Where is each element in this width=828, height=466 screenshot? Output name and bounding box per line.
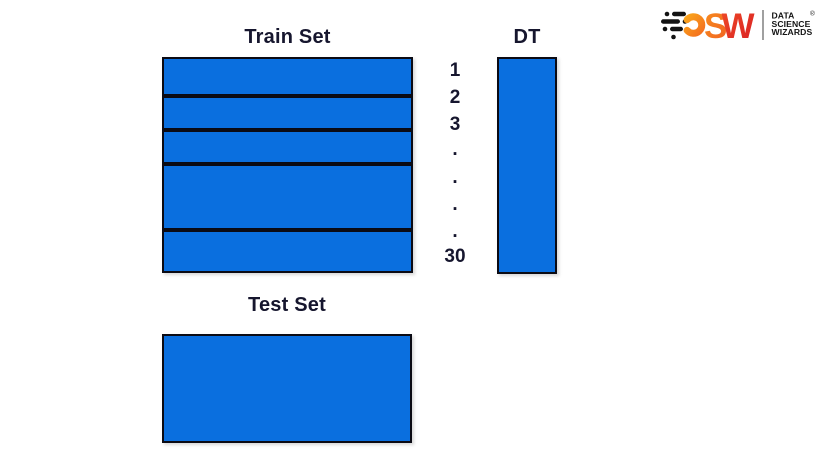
dsw-logo: S W DATA SCIENCE WIZARDS ®: [661, 7, 815, 44]
logo-tagline-line: WIZARDS: [772, 27, 813, 37]
dt-column-rect: [497, 57, 557, 274]
train-set-row: [162, 230, 413, 273]
sample-index-dot: .: [452, 167, 458, 188]
sample-index-dot: .: [452, 221, 458, 242]
train-set-row: [162, 96, 413, 130]
test-set-label: Test Set: [248, 294, 326, 316]
logo-letter-w: W: [722, 7, 755, 44]
test-set-rect: [162, 334, 412, 443]
speed-lines-icon: [661, 11, 688, 40]
sample-index: 3: [449, 114, 461, 135]
registered-trademark-icon: ®: [810, 10, 815, 18]
dt-column-label: DT: [513, 26, 541, 48]
train-set-row: [162, 164, 413, 230]
sample-index: 1: [449, 60, 461, 81]
sample-index: 30: [444, 246, 466, 267]
logo-tagline-line: DATA: [772, 10, 795, 20]
logo-tagline-line: SCIENCE: [772, 19, 811, 29]
logo-divider: [762, 10, 764, 40]
logo-letter-d: [683, 13, 706, 37]
train-set-row: [162, 57, 413, 96]
sample-index: 2: [449, 87, 461, 108]
logo-letter-s: S: [704, 7, 727, 44]
train-set-row: [162, 130, 413, 164]
sample-index-dot: .: [452, 194, 458, 215]
sample-index-dot: .: [452, 139, 458, 160]
train-set-label: Train Set: [244, 26, 331, 48]
